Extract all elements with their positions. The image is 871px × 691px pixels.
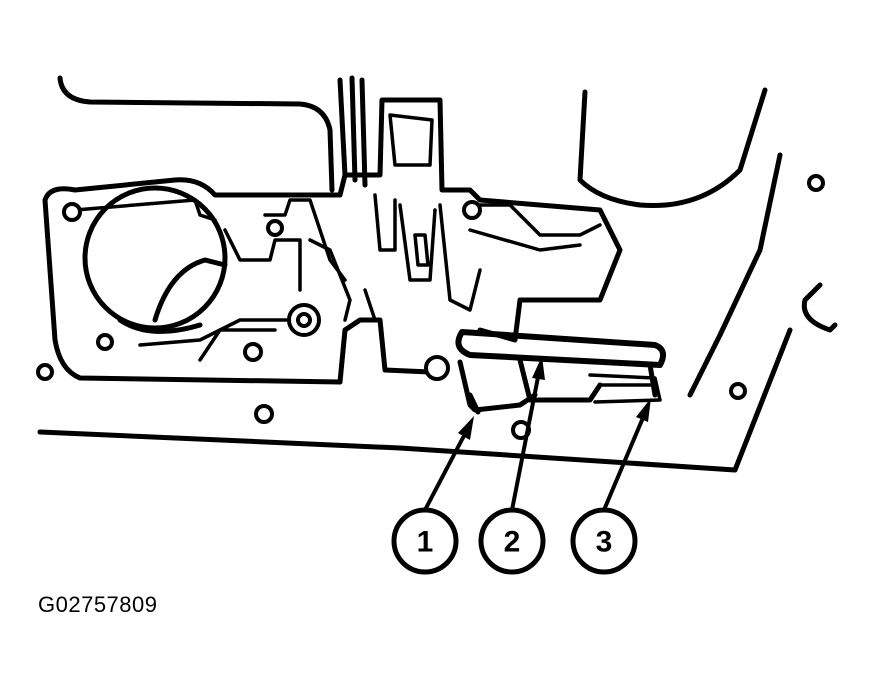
arrow-head <box>458 416 474 440</box>
bolt <box>807 174 825 192</box>
arrow-head <box>532 356 545 380</box>
bore-circle <box>82 185 228 334</box>
bolt <box>424 355 450 381</box>
callout-2: 2 <box>478 356 546 575</box>
callout-label-3: 3 <box>596 526 613 559</box>
figure-code: G02757809 <box>38 592 158 617</box>
arrow-line <box>602 412 647 511</box>
bolt <box>266 219 284 237</box>
callout-circle <box>391 507 459 575</box>
callout-1: 1 <box>391 416 474 575</box>
bolt <box>36 363 54 381</box>
arrow-line <box>423 429 469 511</box>
bolt <box>254 404 274 424</box>
bolt <box>729 382 747 400</box>
callout-circle <box>478 507 546 575</box>
gasket-assembly <box>455 329 667 415</box>
bolt <box>462 200 482 220</box>
bolts <box>36 174 825 440</box>
callout-label-2: 2 <box>504 526 521 559</box>
bolt <box>243 342 263 362</box>
callout-circle <box>570 507 638 575</box>
bolt <box>62 202 82 222</box>
arrow-line <box>510 371 541 511</box>
callout-3: 3 <box>570 398 651 575</box>
arrow-head <box>636 398 651 422</box>
housing-outline <box>37 75 838 473</box>
bolt <box>96 333 114 351</box>
bolt <box>296 312 312 328</box>
internal-channels <box>138 113 602 362</box>
callout-label-1: 1 <box>417 526 434 559</box>
valve-body-plate <box>42 75 623 385</box>
